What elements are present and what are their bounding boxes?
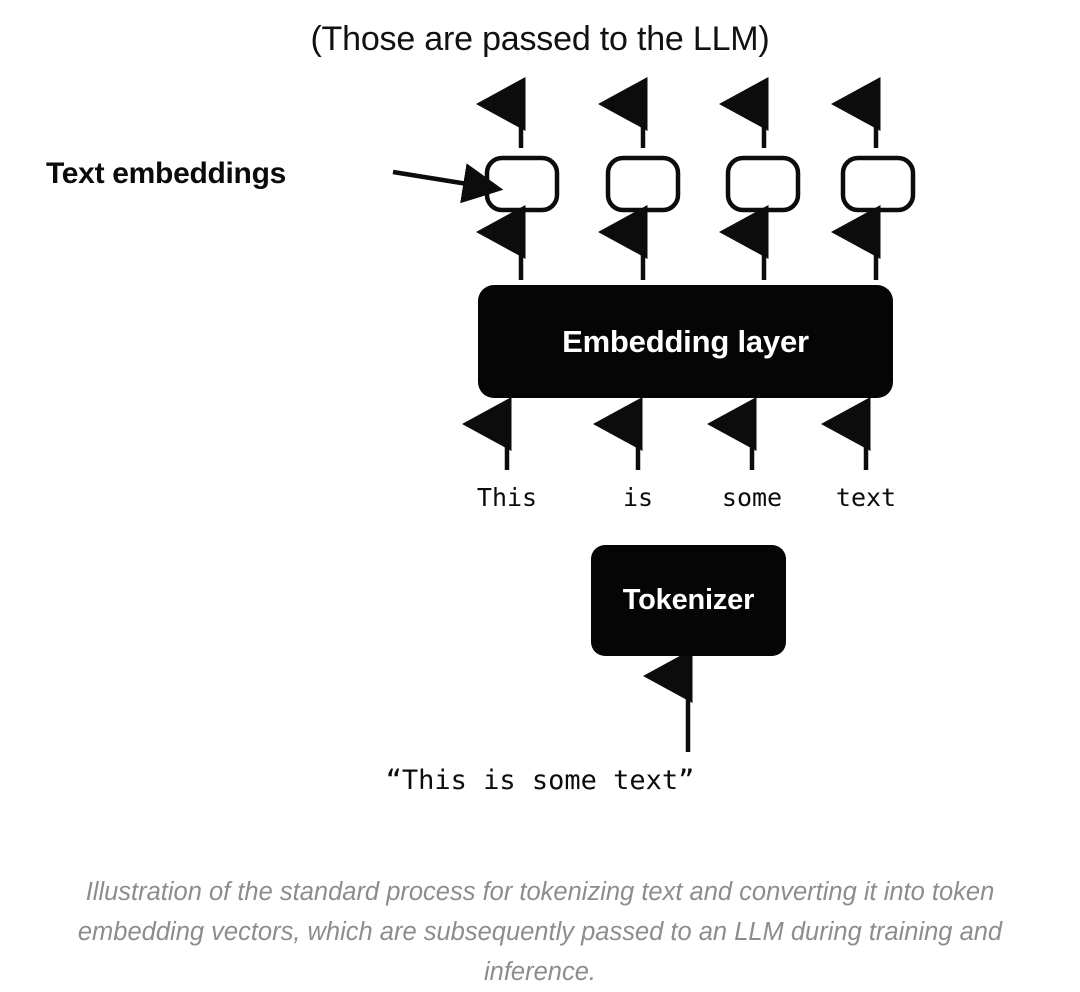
llm-note-text: (Those are passed to the LLM) bbox=[310, 20, 770, 58]
embedding-layer-label: Embedding layer bbox=[562, 323, 809, 359]
arrows-embeddings-to-llm bbox=[476, 77, 881, 148]
embedding-boxes-group bbox=[484, 155, 916, 213]
token-label-3: some bbox=[721, 483, 783, 512]
figure-caption: Illustration of the standard process for… bbox=[77, 878, 1003, 986]
embedding-box-4[interactable] bbox=[840, 155, 916, 213]
text-embeddings-label: Text embeddings bbox=[46, 157, 286, 190]
embedding-box-2[interactable] bbox=[605, 155, 681, 213]
tokenizer-block[interactable]: Tokenizer bbox=[591, 545, 786, 656]
arrow-text-embeddings-pointer bbox=[392, 163, 504, 204]
arrows-layer-to-embeddings bbox=[476, 205, 881, 280]
token-label-4: text bbox=[835, 483, 897, 512]
embedding-box-3[interactable] bbox=[725, 155, 801, 213]
input-text-string: “This is some text” bbox=[385, 765, 695, 796]
token-label-1: This bbox=[476, 483, 538, 512]
tokenizer-label: Tokenizer bbox=[622, 584, 755, 616]
embedding-layer-block[interactable]: Embedding layer bbox=[478, 285, 893, 398]
arrows-tokens-to-layer bbox=[462, 397, 871, 470]
embedding-box-1[interactable] bbox=[484, 155, 560, 213]
token-label-2: is bbox=[622, 483, 654, 512]
